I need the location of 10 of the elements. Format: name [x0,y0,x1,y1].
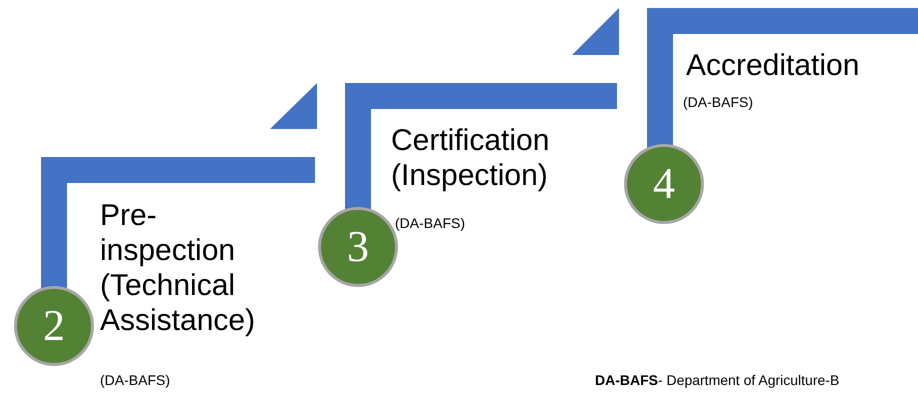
step-title: Accreditation [686,48,860,83]
step-agency: (DA-BAFS) [683,94,753,110]
step-title: Pre-inspection (Technical Assistance) [100,198,256,338]
step-title: Certification (Inspection) [391,123,550,193]
step-agency: (DA-BAFS) [395,215,465,231]
footnote: DA-BAFS- Department of Agriculture-B [595,372,840,388]
step-number: 2 [43,304,65,348]
step-number: 3 [347,225,369,269]
step-agency: (DA-BAFS) [100,372,170,388]
step-number: 4 [653,162,675,206]
